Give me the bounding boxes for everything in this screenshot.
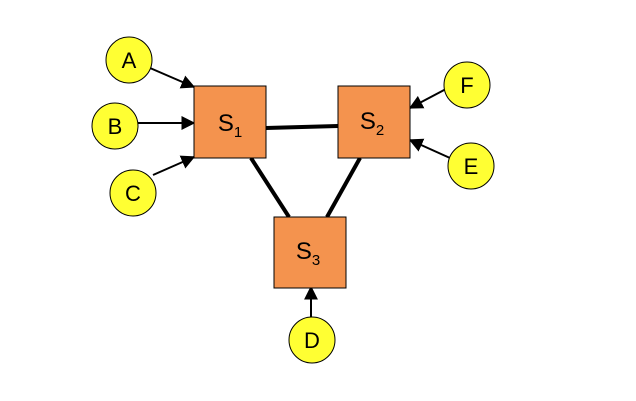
switch-box [273,216,347,289]
switch-label: S1 [218,110,242,141]
link-s2-s3 [325,157,362,218]
host-circle [447,142,495,190]
host-label: F [460,73,473,98]
switch-label: S3 [296,238,320,269]
arrow-c-to-s1 [152,155,196,176]
link-s1-s2 [265,124,339,130]
link-s1-s3 [249,156,291,219]
host-label: D [304,328,320,353]
host-label: A [122,48,137,73]
host-c: C [109,169,157,217]
host-label: B [108,114,123,139]
host-a: A [105,36,153,84]
arrow-f-to-s2 [408,88,447,109]
host-b: B [91,102,139,150]
switch-s1: S1 [193,85,267,159]
arrow-a-to-s1 [149,67,196,89]
host-circle [109,169,157,217]
switch-box [193,85,267,159]
switch-s3: S3 [273,216,347,289]
host-f: F [443,61,491,109]
host-circle [443,61,491,109]
switch-label: S2 [360,108,384,139]
switch-s2: S2 [337,85,411,159]
host-circle [288,316,336,364]
host-label: E [464,154,479,179]
host-label: C [125,181,141,206]
host-d: D [288,316,336,364]
host-circle [91,102,139,150]
host-circle [105,36,153,84]
switch-box [337,85,411,159]
host-e: E [447,142,495,190]
arrow-e-to-s2 [408,138,451,159]
